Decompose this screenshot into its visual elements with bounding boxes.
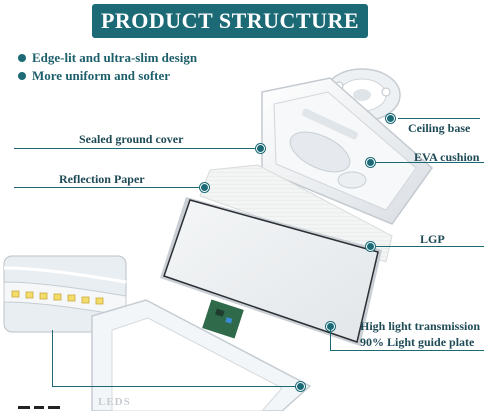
sealed-cover-leader bbox=[14, 148, 262, 149]
reflection-paper-pin-icon bbox=[200, 183, 209, 192]
feature-label: Edge-lit and ultra-slim design bbox=[32, 50, 198, 65]
eva-cushion-leader bbox=[372, 162, 484, 163]
label-ceiling-base: Ceiling base bbox=[408, 121, 471, 135]
lgp-part bbox=[160, 197, 382, 346]
reflection-paper-leader bbox=[14, 187, 206, 188]
sealed-cover-pin-icon bbox=[256, 144, 265, 153]
label-leds: LEDS bbox=[98, 396, 131, 408]
transmission-leader-vertical bbox=[330, 326, 331, 350]
leds-pin-icon bbox=[296, 382, 305, 391]
label-lgp: LGP bbox=[420, 232, 445, 246]
eva-cushion-pin-icon bbox=[366, 158, 375, 167]
sealed-ground-cover-part bbox=[261, 77, 434, 225]
feature-item: More uniform and softer bbox=[18, 68, 170, 84]
bullet-icon bbox=[18, 54, 26, 62]
reflection-paper-part bbox=[199, 164, 393, 263]
driver-board bbox=[202, 299, 244, 339]
label-sealed-ground-cover: Sealed ground cover bbox=[79, 132, 184, 146]
ceiling-base-pin-icon bbox=[386, 114, 395, 123]
lgp-pin-icon bbox=[366, 242, 375, 251]
lgp-leader bbox=[372, 246, 484, 247]
leds-leader-vertical bbox=[52, 330, 53, 386]
front-frame-part bbox=[91, 299, 312, 411]
led-strip-closeup bbox=[3, 255, 127, 333]
page-title: PRODUCT STRUCTURE bbox=[92, 4, 368, 38]
feature-label: More uniform and softer bbox=[32, 68, 171, 83]
transmission-leader bbox=[330, 350, 484, 351]
feature-item: Edge-lit and ultra-slim design bbox=[18, 50, 197, 66]
label-transmission-line2: 90% Light guide plate bbox=[360, 335, 475, 349]
label-transmission-line1: High light transmission bbox=[360, 319, 481, 333]
ceiling-base-leader bbox=[398, 118, 480, 119]
leds-leader bbox=[52, 386, 302, 387]
bullet-icon bbox=[18, 72, 26, 80]
logo-fragment bbox=[18, 406, 60, 409]
label-eva-cushion: EVA cushion bbox=[414, 150, 480, 164]
label-reflection-paper: Reflection Paper bbox=[59, 172, 145, 186]
